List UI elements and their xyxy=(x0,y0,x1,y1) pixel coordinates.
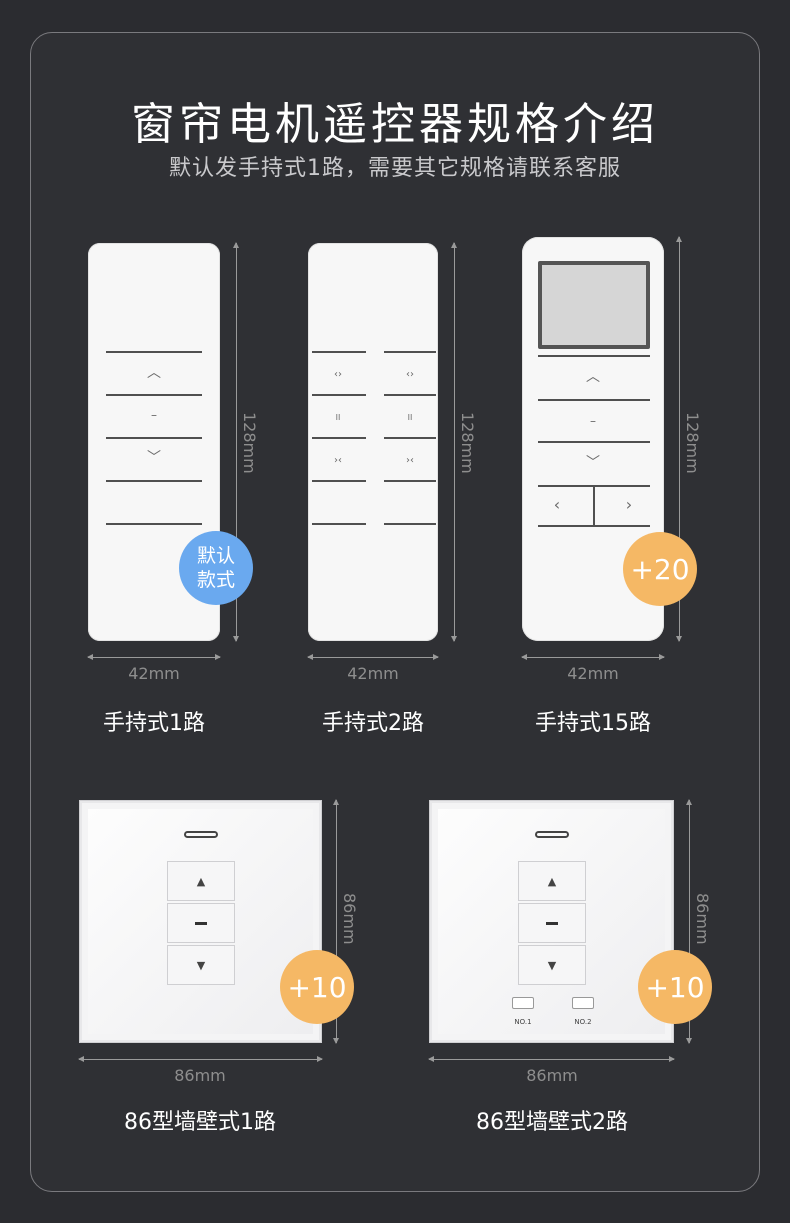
width-dimension xyxy=(521,654,665,660)
page-title: 窗帘电机遥控器规格介绍 xyxy=(131,99,659,150)
up-triangle-icon: ▲ xyxy=(547,874,557,888)
width-label: 42mm xyxy=(567,664,619,683)
wall-switch-2-channel: ▲ ▼ NO.1 NO.2 xyxy=(429,800,674,1043)
remote-1-channel: ︿ – ﹀ xyxy=(88,243,220,641)
height-label: 128mm xyxy=(240,412,259,474)
page-subtitle: 默认发手持式1路，需要其它规格请联系客服 xyxy=(169,156,621,181)
channel-1-label: NO.1 xyxy=(514,1018,532,1026)
stop-icon: – xyxy=(590,414,596,428)
height-dimension xyxy=(333,799,339,1044)
height-dimension xyxy=(451,242,457,642)
pair-icon: ‹› xyxy=(406,369,414,380)
default-style-badge: 默认 款式 xyxy=(179,531,253,605)
lcd-screen xyxy=(538,261,650,349)
height-dimension xyxy=(676,236,682,642)
up-key: ▲ xyxy=(518,861,586,901)
remote-1-caption: 手持式1路 xyxy=(103,711,205,736)
panel-2-caption: 86型墙壁式2路 xyxy=(476,1110,628,1135)
down-arrow-icon: ﹀ xyxy=(586,455,600,471)
height-label: 128mm xyxy=(458,412,477,474)
width-label: 42mm xyxy=(128,664,180,683)
price-badge: +20 xyxy=(623,532,697,606)
width-label: 42mm xyxy=(347,664,399,683)
channel-1-button xyxy=(512,997,534,1009)
height-label: 86mm xyxy=(693,893,712,945)
down-key: ▼ xyxy=(167,945,235,985)
stop-key xyxy=(167,903,235,943)
channel-2-button xyxy=(572,997,594,1009)
panel-1-caption: 86型墙壁式1路 xyxy=(124,1110,276,1135)
right-arrow-icon: › xyxy=(625,495,633,514)
indicator-led xyxy=(184,831,218,838)
up-key: ▲ xyxy=(167,861,235,901)
up-arrow-icon: ︿ xyxy=(586,369,600,385)
pause-icon: II xyxy=(407,413,413,422)
up-triangle-icon: ▲ xyxy=(196,874,206,888)
price-badge: +10 xyxy=(638,950,712,1024)
close-icon: ›‹ xyxy=(334,455,342,466)
height-label: 128mm xyxy=(683,412,702,474)
width-label: 86mm xyxy=(526,1066,578,1085)
stop-icon xyxy=(195,921,207,925)
up-arrow-icon: ︿ xyxy=(147,365,161,381)
height-label: 86mm xyxy=(340,893,359,945)
channel-2-label: NO.2 xyxy=(574,1018,592,1026)
down-arrow-icon: ﹀ xyxy=(147,450,161,466)
height-dimension xyxy=(233,242,239,642)
stop-key xyxy=(518,903,586,943)
height-dimension xyxy=(686,799,692,1044)
width-dimension xyxy=(87,654,221,660)
down-triangle-icon: ▼ xyxy=(196,958,206,972)
down-triangle-icon: ▼ xyxy=(547,958,557,972)
width-dimension xyxy=(307,654,439,660)
close-icon: ›‹ xyxy=(406,455,414,466)
stop-icon xyxy=(546,921,558,925)
stop-icon: – xyxy=(151,408,157,422)
remote-15-caption: 手持式15路 xyxy=(535,711,651,736)
width-dimension xyxy=(78,1056,323,1062)
remote-2-channel: ‹› ‹› II II ›‹ ›‹ xyxy=(308,243,438,641)
price-badge: +10 xyxy=(280,950,354,1024)
pause-icon: II xyxy=(335,413,341,422)
wall-switch-1-channel: ▲ ▼ xyxy=(79,800,322,1043)
left-arrow-icon: ‹ xyxy=(553,495,561,514)
remote-2-caption: 手持式2路 xyxy=(322,711,424,736)
width-dimension xyxy=(428,1056,675,1062)
down-key: ▼ xyxy=(518,945,586,985)
indicator-led xyxy=(535,831,569,838)
pair-icon: ‹› xyxy=(334,369,342,380)
width-label: 86mm xyxy=(174,1066,226,1085)
